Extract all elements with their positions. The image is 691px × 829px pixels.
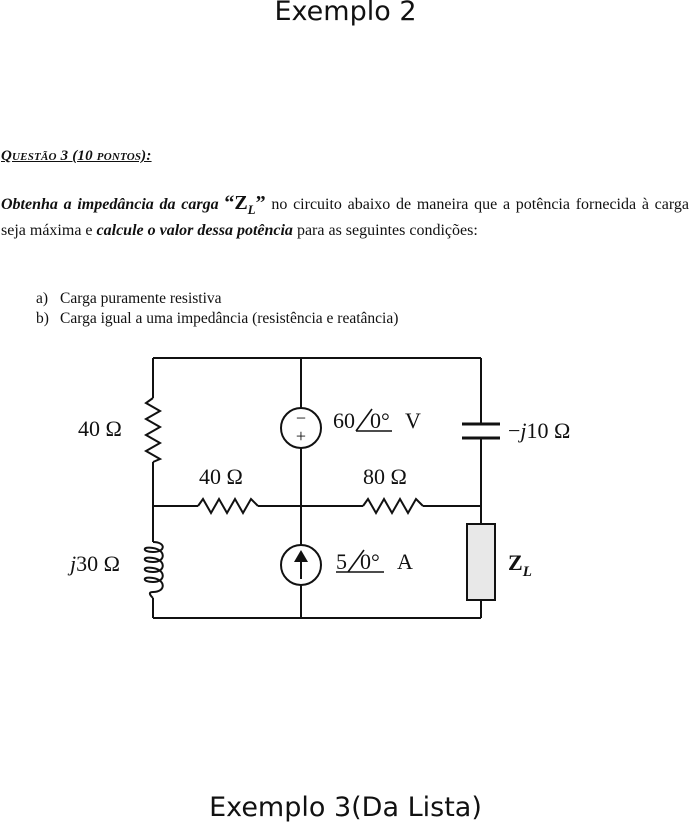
label-load-main: Z (508, 550, 523, 575)
resistor-middle-left (197, 496, 259, 516)
resistor-left-top (143, 397, 163, 463)
current-source (280, 544, 322, 586)
question-body-emphasis: calcule o valor dessa potência (96, 222, 293, 239)
list-item: b) Carga igual a uma impedância (resistên… (36, 309, 398, 329)
resistor-middle-right (362, 496, 424, 516)
question-body-mid: no circuito abaixo de maneira que a potê… (1, 196, 690, 239)
question-body-lead: Obtenha a impedância da carga (1, 196, 219, 213)
question-heading: Questão 3 (10 pontos): (1, 148, 152, 164)
label-resistor-middle-left: 40 Ω (199, 464, 243, 489)
question-body-tail: para as seguintes condições: (292, 222, 478, 239)
label-isource-magnitude: 5 (336, 549, 347, 574)
load-symbol-open: “Z (224, 192, 248, 214)
load-symbol-sub: L (247, 202, 256, 217)
current-source-arrow-head (294, 550, 308, 562)
label-load-sub: L (522, 564, 532, 580)
label-capacitor: −j10 Ω (508, 418, 570, 443)
label-inductor: j30 Ω (67, 551, 120, 576)
list-item: a) Carga puramente resistiva (36, 289, 398, 309)
vsource-plus-sign: + (296, 426, 306, 446)
isource-angle-symbol (336, 549, 384, 573)
slide-title-top: Exemplo 2 (274, 0, 417, 27)
load-symbol-close: ” (255, 192, 266, 214)
vsource-angle-symbol (355, 408, 392, 432)
vsource-minus-sign: − (296, 408, 306, 428)
list-item-label: a) (36, 290, 49, 307)
inductor-left (143, 541, 164, 599)
label-load: ZL (508, 550, 532, 580)
load-symbol-inline: “ZL” (224, 192, 266, 218)
label-isource-unit: A (397, 549, 413, 574)
label-vsource-magnitude: 60 (333, 408, 355, 433)
load-impedance (466, 523, 496, 601)
label-isource-angle: 0° (360, 549, 380, 574)
label-vsource-unit: V (405, 408, 421, 433)
circuit-diagram: − + 40 Ω 40 Ω 80 Ω j30 Ω −j10 Ω 60 0° V … (67, 357, 570, 619)
slide-title-bottom: Exemplo 3(Da Lista) (209, 792, 482, 823)
list-item-label: b) (36, 310, 49, 327)
list-item-text: Carga igual a uma impedância (resistênci… (60, 310, 399, 327)
question-body: Obtenha a impedância da carga “ZL” no ci… (1, 193, 689, 241)
label-vsource-angle: 0° (370, 408, 390, 433)
list-item-text: Carga puramente resistiva (60, 290, 222, 307)
label-resistor-middle-right: 80 Ω (363, 464, 407, 489)
voltage-source (280, 407, 322, 449)
label-resistor-left-top: 40 Ω (78, 416, 122, 441)
question-items: a) Carga puramente resistiva b) Carga igua… (36, 289, 398, 329)
